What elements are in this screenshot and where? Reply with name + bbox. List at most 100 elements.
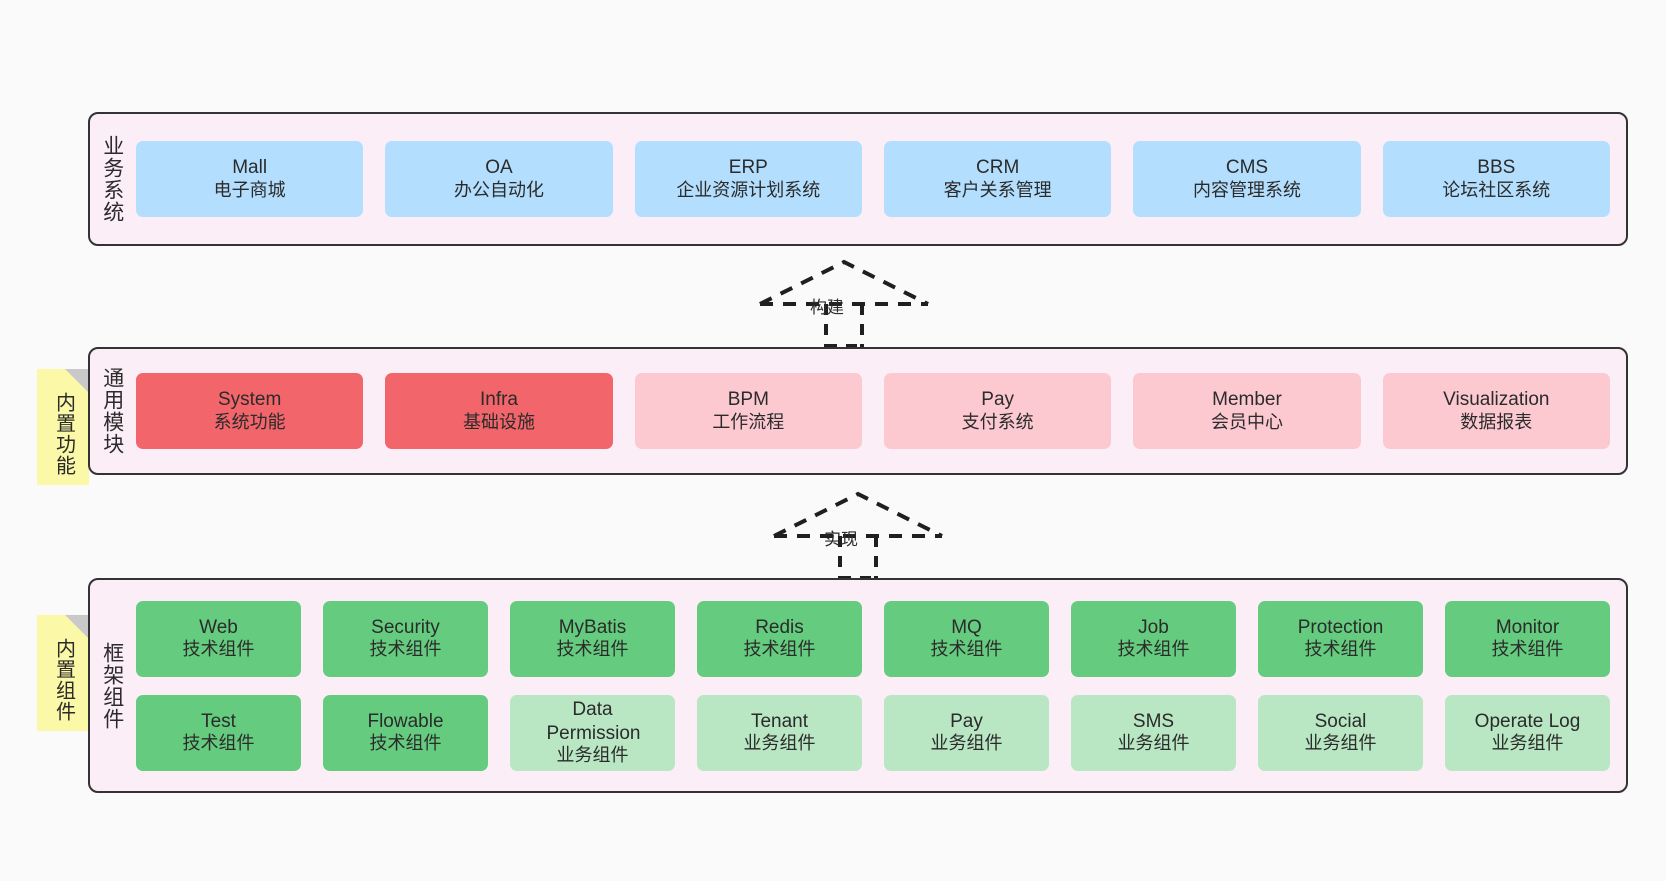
card-title: MQ xyxy=(951,616,982,638)
card-title: OA xyxy=(485,157,513,179)
card-oa[interactable]: OA 办公自动化 xyxy=(385,141,613,217)
card-subtitle: 业务组件 xyxy=(930,733,1003,754)
card-title: Security xyxy=(371,616,440,638)
card-mall[interactable]: Mall 电子商城 xyxy=(136,141,364,217)
card-subtitle: 技术组件 xyxy=(369,639,442,660)
card-subtitle: 业务组件 xyxy=(1491,733,1564,754)
card-subtitle: 论坛社区系统 xyxy=(1442,179,1551,200)
card-group-framework-component: Web 技术组件 Security 技术组件 MyBatis 技术组件 Redi… xyxy=(134,580,1626,791)
card-row: Mall 电子商城 OA 办公自动化 ERP 企业资源计划系统 CRM 客户关系… xyxy=(136,141,1610,217)
note-builtin-component-label: 内置组件 xyxy=(52,638,75,722)
card-subtitle: 系统功能 xyxy=(213,411,286,432)
card-subtitle: 技术组件 xyxy=(1304,639,1377,660)
card-subtitle: 技术组件 xyxy=(556,639,629,660)
card-title: BBS xyxy=(1477,157,1516,179)
connector-implement-label: 实现 xyxy=(824,530,858,549)
card-tenant[interactable]: Tenant 业务组件 xyxy=(697,694,862,771)
card-subtitle: 技术组件 xyxy=(1491,639,1564,660)
card-title: CMS xyxy=(1225,157,1269,179)
card-group-common-module: System 系统功能 Infra 基础设施 BPM 工作流程 Pay 支付系统… xyxy=(134,349,1626,473)
note-builtin-component: 内置组件 xyxy=(37,615,89,731)
card-subtitle: 技术组件 xyxy=(1117,639,1190,660)
card-mybatis[interactable]: MyBatis 技术组件 xyxy=(510,600,675,677)
card-subtitle: 工作流程 xyxy=(712,411,785,432)
card-security[interactable]: Security 技术组件 xyxy=(323,600,488,677)
card-title: Operate Log xyxy=(1474,710,1581,732)
card-pay-module[interactable]: Pay 支付系统 xyxy=(883,373,1112,449)
card-subtitle: 电子商城 xyxy=(213,179,286,200)
connector-build: 构建 xyxy=(752,258,929,348)
card-subtitle: 业务组件 xyxy=(743,733,816,754)
card-subtitle: 业务组件 xyxy=(1117,733,1190,754)
card-title: Test xyxy=(201,710,236,732)
card-pay-component[interactable]: Pay 业务组件 xyxy=(884,694,1049,771)
card-job[interactable]: Job 技术组件 xyxy=(1071,600,1236,677)
card-subtitle: 基础设施 xyxy=(462,411,535,432)
card-title: Pay xyxy=(950,710,983,732)
card-monitor[interactable]: Monitor 技术组件 xyxy=(1445,600,1610,677)
card-subtitle: 数据报表 xyxy=(1460,411,1533,432)
layer-label-framework-component: 框架组件 xyxy=(100,641,124,730)
card-title: Data Permission xyxy=(546,699,641,744)
note-builtin-function: 内置功能 xyxy=(37,369,89,485)
card-subtitle: 内容管理系统 xyxy=(1192,179,1301,200)
card-mq[interactable]: MQ 技术组件 xyxy=(884,600,1049,677)
card-bpm[interactable]: BPM 工作流程 xyxy=(634,373,862,449)
card-title: SMS xyxy=(1132,710,1175,732)
card-subtitle: 业务组件 xyxy=(1304,733,1377,754)
card-visualization[interactable]: Visualization 数据报表 xyxy=(1382,373,1610,449)
card-sms[interactable]: SMS 业务组件 xyxy=(1071,694,1236,771)
card-redis[interactable]: Redis 技术组件 xyxy=(697,600,862,677)
card-subtitle: 办公自动化 xyxy=(453,179,544,200)
card-data-permission[interactable]: Data Permission 业务组件 xyxy=(510,694,675,771)
card-title: ERP xyxy=(728,157,768,179)
card-subtitle: 企业资源计划系统 xyxy=(676,179,821,200)
card-title: Pay xyxy=(981,389,1015,411)
card-row: Web 技术组件 Security 技术组件 MyBatis 技术组件 Redi… xyxy=(136,600,1610,677)
card-subtitle: 业务组件 xyxy=(556,744,629,765)
card-group-business-system: Mall 电子商城 OA 办公自动化 ERP 企业资源计划系统 CRM 客户关系… xyxy=(134,114,1626,244)
card-title: BPM xyxy=(727,389,769,411)
card-title: CRM xyxy=(976,157,1020,179)
card-flowable[interactable]: Flowable 技术组件 xyxy=(323,694,488,771)
card-web[interactable]: Web 技术组件 xyxy=(136,600,301,677)
card-title: Visualization xyxy=(1443,389,1550,411)
note-builtin-function-label: 内置功能 xyxy=(52,392,75,476)
card-subtitle: 技术组件 xyxy=(182,639,255,660)
card-cms[interactable]: CMS 内容管理系统 xyxy=(1133,141,1361,217)
card-infra[interactable]: Infra 基础设施 xyxy=(385,373,613,449)
card-row: Test 技术组件 Flowable 技术组件 Data Permission … xyxy=(136,694,1610,771)
layer-label-business-system: 业务系统 xyxy=(100,135,124,223)
card-crm[interactable]: CRM 客户关系管理 xyxy=(883,141,1112,217)
card-subtitle: 客户关系管理 xyxy=(943,179,1052,200)
card-title: Monitor xyxy=(1495,616,1560,638)
card-subtitle: 会员中心 xyxy=(1210,411,1283,432)
card-title: Member xyxy=(1212,389,1282,411)
layer-framework-component: 框架组件 Web 技术组件 Security 技术组件 MyBatis 技术组件… xyxy=(88,578,1628,793)
layer-business-system: 业务系统 Mall 电子商城 OA 办公自动化 ERP 企业资源计划系统 CRM xyxy=(88,112,1628,246)
card-erp[interactable]: ERP 企业资源计划系统 xyxy=(634,141,862,217)
card-subtitle: 技术组件 xyxy=(930,639,1003,660)
connector-build-arrow xyxy=(759,259,929,348)
card-operate-log[interactable]: Operate Log 业务组件 xyxy=(1445,694,1610,771)
card-title: System xyxy=(217,389,282,411)
card-title: Redis xyxy=(755,616,804,638)
card-system[interactable]: System 系统功能 xyxy=(136,373,364,449)
card-subtitle: 技术组件 xyxy=(743,639,816,660)
card-protection[interactable]: Protection 技术组件 xyxy=(1258,600,1423,677)
card-title: Infra xyxy=(479,389,518,411)
card-title: Mall xyxy=(232,157,268,179)
card-subtitle: 技术组件 xyxy=(182,733,255,754)
card-bbs[interactable]: BBS 论坛社区系统 xyxy=(1382,141,1610,217)
card-member[interactable]: Member 会员中心 xyxy=(1133,373,1361,449)
layer-label-common-module: 通用模块 xyxy=(100,367,124,455)
card-row: System 系统功能 Infra 基础设施 BPM 工作流程 Pay 支付系统… xyxy=(136,373,1610,449)
card-social[interactable]: Social 业务组件 xyxy=(1258,694,1423,771)
card-title: Protection xyxy=(1297,616,1384,638)
connector-implement: 实现 xyxy=(766,490,943,580)
connector-build-label: 构建 xyxy=(810,298,844,317)
card-subtitle: 技术组件 xyxy=(369,733,442,754)
card-test[interactable]: Test 技术组件 xyxy=(136,694,301,771)
card-title: Web xyxy=(199,616,238,638)
